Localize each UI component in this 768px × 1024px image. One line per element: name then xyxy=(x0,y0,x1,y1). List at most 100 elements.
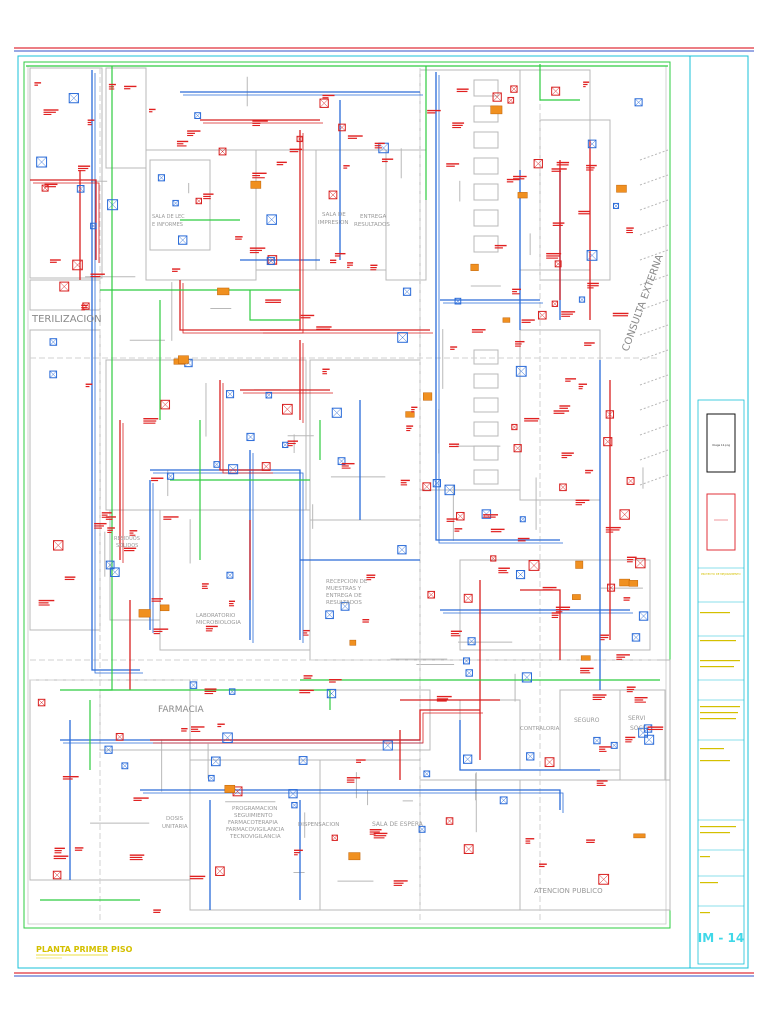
diffuser-cross xyxy=(520,516,526,522)
return-duct xyxy=(150,709,480,741)
tag-mark xyxy=(446,518,458,520)
diffuser-cross xyxy=(77,185,85,193)
supply-duct-edge xyxy=(94,73,143,674)
tag-mark xyxy=(436,695,452,698)
tag-mark xyxy=(153,911,161,913)
tag-mark xyxy=(370,264,378,267)
diffuser-cross xyxy=(613,203,619,209)
diffuser-cross xyxy=(551,87,560,96)
diffuser-cross xyxy=(211,756,221,766)
diffuser-cross xyxy=(422,482,431,491)
tag-mark xyxy=(330,261,337,264)
tag-mark xyxy=(143,422,156,424)
tag-mark xyxy=(625,741,632,743)
tag-mark xyxy=(483,514,499,516)
diffuser-cross xyxy=(319,98,329,108)
title-block-project: PROYECTO DE MEJORAMIENTO xyxy=(701,572,741,576)
diffuser-cross xyxy=(299,756,308,765)
diffuser xyxy=(160,399,171,410)
tag-mark xyxy=(584,344,592,346)
ramp-hatch xyxy=(639,399,669,411)
ramp-hatch xyxy=(639,274,669,286)
diffuser xyxy=(521,672,533,683)
diffuser xyxy=(178,235,188,245)
plan-title: PLANTA PRIMER PISO xyxy=(36,945,133,954)
diffuser xyxy=(208,774,215,782)
tag-mark xyxy=(369,831,380,833)
diffuser xyxy=(296,135,303,143)
diffuser xyxy=(515,365,527,377)
diffuser-cross xyxy=(586,250,598,261)
diffuser xyxy=(463,593,473,603)
tag-mark xyxy=(54,852,62,854)
supply-duct xyxy=(91,70,140,671)
ramp-hatch xyxy=(639,324,669,336)
supply-duct-edge xyxy=(143,792,564,813)
diffuser xyxy=(481,509,492,519)
furniture-desk xyxy=(473,157,499,175)
diffuser-cross xyxy=(464,594,473,603)
fan-unit xyxy=(348,852,361,861)
tag-mark xyxy=(454,528,463,530)
tag-mark xyxy=(515,340,525,343)
diffuser-cross xyxy=(218,147,227,156)
diffuser xyxy=(261,462,271,471)
tag-mark xyxy=(316,328,330,330)
tag-mark xyxy=(373,837,385,839)
tag-mark xyxy=(555,611,563,613)
tag-mark xyxy=(596,784,606,786)
diffuser xyxy=(444,484,456,496)
wall-room-3 xyxy=(105,67,147,169)
tag-mark xyxy=(436,700,447,702)
diffuser-cross xyxy=(403,287,411,296)
diffuser-cross xyxy=(232,786,243,796)
wall-room-2 xyxy=(29,329,101,631)
tag-mark xyxy=(107,531,112,533)
supply-duct xyxy=(435,72,560,541)
diffuser xyxy=(82,302,90,310)
tag-mark xyxy=(203,193,214,195)
tag-mark xyxy=(64,576,76,578)
tag-mark xyxy=(471,329,486,331)
supply-duct xyxy=(459,720,600,771)
diffuser xyxy=(213,461,221,468)
diffuser xyxy=(605,410,615,419)
tag-mark xyxy=(525,842,531,844)
title-block-text-mark xyxy=(700,912,710,914)
diffuser xyxy=(465,669,473,677)
supply-duct-edge xyxy=(438,75,563,544)
diffuser xyxy=(338,123,346,132)
room-label-sala-lectura: SALA DE LEC E INFORMES xyxy=(152,214,186,228)
diffuser-cross xyxy=(526,752,535,761)
tag-mark xyxy=(81,304,88,307)
title-block-text-mark xyxy=(700,712,738,714)
diffuser xyxy=(510,85,518,93)
diffuser-cross xyxy=(433,479,441,487)
diffuser xyxy=(634,98,643,107)
tag-mark xyxy=(85,383,93,385)
tag-mark xyxy=(446,163,460,165)
tag-mark xyxy=(605,529,620,531)
diffuser xyxy=(189,681,198,689)
diffuser xyxy=(195,197,202,205)
title-block-text-mark xyxy=(700,748,724,750)
tag-mark xyxy=(513,175,527,178)
tag-mark xyxy=(53,855,69,857)
diffuser-cross xyxy=(104,745,113,754)
diffuser xyxy=(225,390,235,399)
diffuser-cross xyxy=(454,298,461,305)
tag-mark xyxy=(374,142,385,145)
diffuser xyxy=(37,698,46,707)
diffuser-cross xyxy=(53,540,64,551)
diffuser xyxy=(445,817,454,825)
diffuser xyxy=(210,756,221,767)
tag-mark xyxy=(411,411,415,413)
diffuser-cross xyxy=(160,400,170,410)
pipe-run xyxy=(249,290,300,321)
tag-mark xyxy=(163,518,172,520)
fan-unit xyxy=(138,609,151,618)
tag-mark xyxy=(561,452,574,454)
tag-mark xyxy=(204,690,217,692)
tag-mark xyxy=(228,605,235,607)
diffuser-cross xyxy=(456,512,465,521)
